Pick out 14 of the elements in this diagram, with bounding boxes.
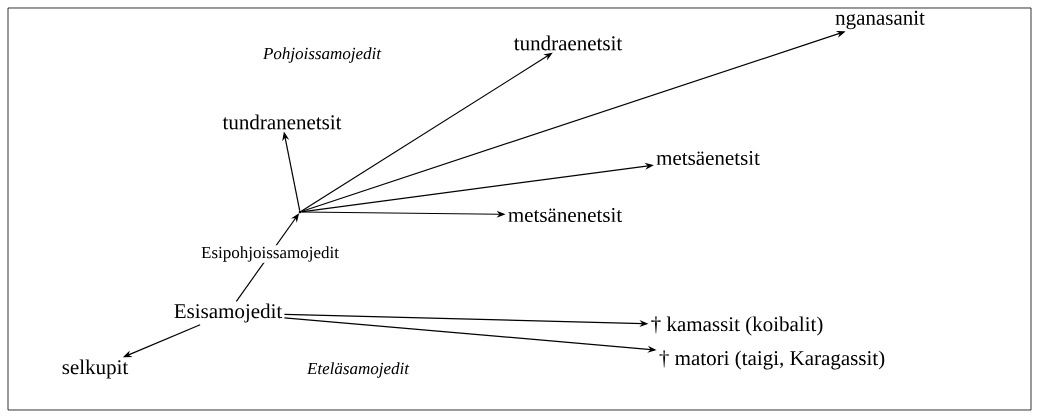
junction-point — [298, 210, 302, 214]
node-label: tundraenetsit — [514, 35, 623, 51]
node-label: selkupit — [62, 359, 129, 379]
node-label: metsäenetsit — [656, 150, 760, 166]
node-label: † matori (taigi, Karagassit) — [659, 350, 885, 370]
node-label: nganasanit — [835, 10, 925, 30]
node-label: metsänenetsit — [508, 207, 623, 223]
node-label: Esisamojedit — [174, 303, 283, 323]
group-label: Eteläsamojedit — [306, 362, 410, 378]
edge-label: Esipohjoissamojedit — [200, 245, 340, 263]
node-label: tundranenetsit — [222, 114, 342, 130]
group-label: Pohjoissamojedit — [262, 47, 382, 63]
node-label: † kamassit (koibalit) — [651, 316, 823, 336]
arrow — [300, 52, 553, 212]
